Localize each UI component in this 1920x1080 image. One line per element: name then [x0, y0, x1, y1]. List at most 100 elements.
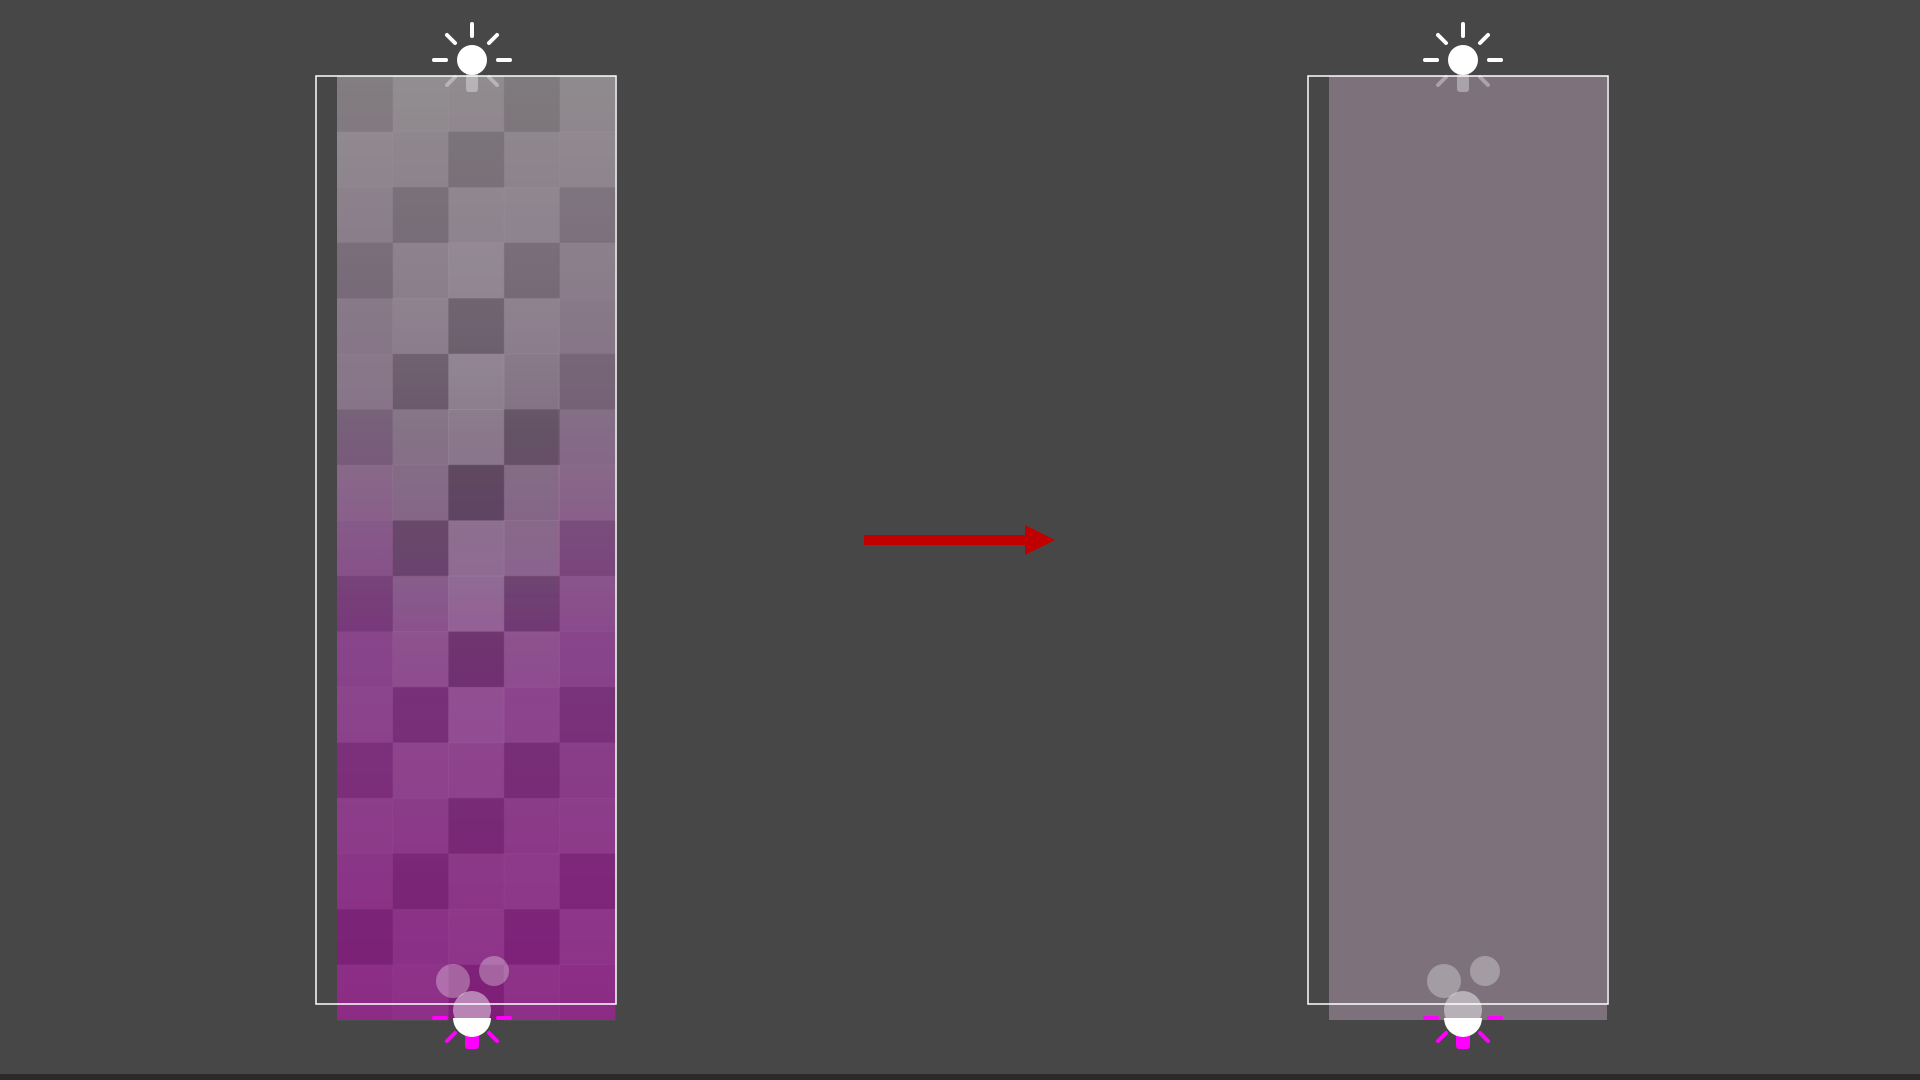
- before-mixing-column: [315, 75, 617, 1021]
- pixel-step: [559, 853, 616, 910]
- pixel-step: [392, 520, 449, 577]
- pixel-step: [448, 76, 505, 133]
- pixel-step: [392, 575, 449, 632]
- pixel-step: [337, 853, 394, 910]
- pixel-step: [448, 298, 505, 355]
- after-mixing-column: [1307, 75, 1609, 1020]
- pixel-step: [337, 76, 394, 133]
- pixel-step: [559, 131, 616, 188]
- pixel-step: [448, 908, 505, 965]
- pixel-step: [559, 908, 616, 965]
- pixel-step: [448, 520, 505, 577]
- pixel-step: [559, 964, 616, 1021]
- pixel-step: [392, 797, 449, 854]
- pixel-step: [337, 187, 394, 244]
- pixel-step: [448, 353, 505, 410]
- pixel-step: [448, 187, 505, 244]
- pixel-step: [392, 242, 449, 299]
- pixel-step: [337, 908, 394, 965]
- pixel-step: [392, 187, 449, 244]
- pixel-step: [392, 76, 449, 133]
- pixel-step: [503, 409, 560, 466]
- pixel-step: [392, 631, 449, 688]
- pixel-step: [392, 908, 449, 965]
- pixel-step: [559, 242, 616, 299]
- pixel-step: [559, 797, 616, 854]
- pixel-step: [392, 131, 449, 188]
- pixel-step: [559, 187, 616, 244]
- pixel-step: [503, 964, 560, 1021]
- pixel-step: [559, 353, 616, 410]
- right-column-outline: [1307, 75, 1609, 1005]
- pixel-step: [559, 298, 616, 355]
- pixel-step: [503, 464, 560, 521]
- pixel-step: [448, 853, 505, 910]
- pixel-step: [392, 298, 449, 355]
- pixel-step: [559, 520, 616, 577]
- pixel-step: [392, 464, 449, 521]
- pixel-step: [503, 908, 560, 965]
- pixel-step: [503, 187, 560, 244]
- pixel-step: [503, 631, 560, 688]
- pixel-step: [337, 742, 394, 799]
- pixel-step: [503, 853, 560, 910]
- pixel-step: [503, 131, 560, 188]
- left-column-pixel-steps: [337, 76, 616, 1021]
- pixel-step: [392, 686, 449, 743]
- pixel-step: [337, 298, 394, 355]
- pixel-step: [392, 742, 449, 799]
- pixel-step: [503, 742, 560, 799]
- pixel-step: [337, 242, 394, 299]
- pixel-step: [503, 76, 560, 133]
- pixel-step: [337, 464, 394, 521]
- pixel-step: [503, 298, 560, 355]
- pixel-step: [503, 520, 560, 577]
- pixel-step: [559, 575, 616, 632]
- pixel-step: [448, 464, 505, 521]
- pixel-step: [559, 686, 616, 743]
- pixel-step: [337, 353, 394, 410]
- pixel-step: [559, 742, 616, 799]
- pixel-step: [337, 575, 394, 632]
- pixel-step: [337, 686, 394, 743]
- bulb-icon: [432, 991, 512, 1049]
- pixel-step: [503, 686, 560, 743]
- left-column-core: [393, 230, 558, 740]
- pixel-step: [392, 964, 449, 1021]
- sun-bulb-icon: [1423, 22, 1503, 92]
- bubble-icon: [436, 956, 509, 998]
- sun-bulb-icon: [432, 22, 512, 92]
- pixel-step: [448, 242, 505, 299]
- pixel-step: [559, 464, 616, 521]
- pixel-step: [392, 853, 449, 910]
- pixel-step: [448, 631, 505, 688]
- pixel-step: [337, 631, 394, 688]
- pixel-step: [392, 409, 449, 466]
- pixel-step: [448, 575, 505, 632]
- pixel-step: [559, 76, 616, 133]
- pixel-step: [559, 409, 616, 466]
- bubble-icon: [1427, 956, 1500, 998]
- right-column-liquid: [1329, 76, 1607, 1020]
- pixel-step: [392, 353, 449, 410]
- bulb-icon: [1423, 991, 1503, 1049]
- pixel-step: [337, 797, 394, 854]
- pixel-step: [503, 242, 560, 299]
- pixel-step: [559, 631, 616, 688]
- bottom-strip: [0, 1074, 1920, 1080]
- pixel-step: [448, 131, 505, 188]
- arrow-right-icon: [864, 525, 1055, 555]
- pixel-step: [337, 520, 394, 577]
- pixel-step: [337, 131, 394, 188]
- pixel-step: [448, 686, 505, 743]
- pixel-step: [503, 797, 560, 854]
- pixel-step: [503, 353, 560, 410]
- pixel-step: [448, 742, 505, 799]
- pixel-step: [337, 964, 394, 1021]
- left-column-outline: [315, 75, 617, 1005]
- pixel-step: [448, 964, 505, 1021]
- pixel-step: [448, 797, 505, 854]
- pixel-step: [448, 409, 505, 466]
- pixel-step: [337, 409, 394, 466]
